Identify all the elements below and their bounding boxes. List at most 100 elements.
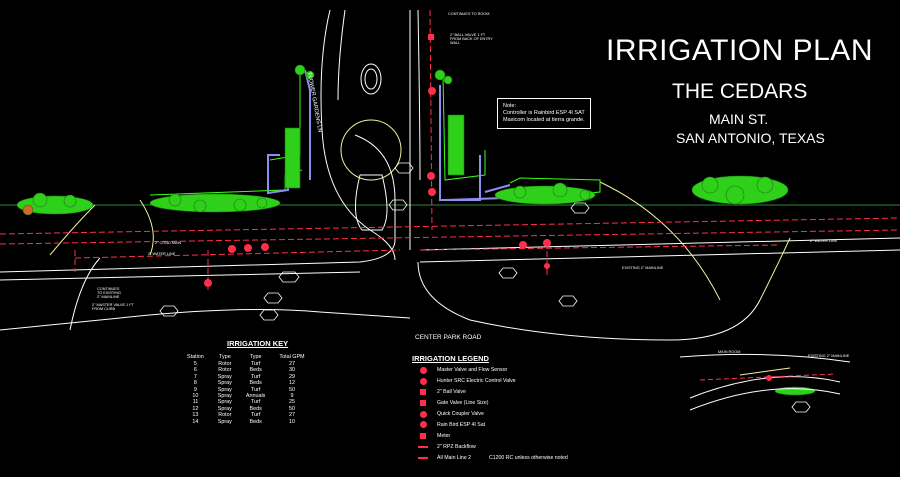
key-cell: 8 bbox=[193, 380, 197, 387]
inset-detail bbox=[679, 353, 851, 411]
plan-title: IRRIGATION PLAN bbox=[606, 34, 873, 67]
legend-item: Gate Valve (Line Size) bbox=[418, 398, 568, 409]
legend-item: 2" Ball Valve bbox=[418, 387, 568, 398]
table-row: 7 Spray Turf 29 bbox=[180, 374, 312, 380]
legend-item: All Main Line 2 C1200 RC unless otherwise… bbox=[418, 452, 568, 463]
key-cell: 29 bbox=[288, 373, 295, 380]
legend-label: Rain Bird ESP 4I Sat bbox=[437, 421, 486, 428]
legend-label: 2" Ball Valve bbox=[437, 389, 466, 396]
curb-lines bbox=[49, 181, 791, 301]
key-cell: 50 bbox=[288, 386, 295, 393]
controller-icon bbox=[418, 420, 428, 430]
key-cell: 12 bbox=[192, 405, 199, 412]
project-name: THE CEDARS bbox=[672, 80, 808, 103]
mainline-icon bbox=[418, 453, 428, 463]
key-cell: Beds bbox=[249, 367, 262, 374]
key-cell: Spray bbox=[217, 373, 232, 380]
key-cell: 11 bbox=[192, 399, 199, 406]
key-cell: 25 bbox=[288, 399, 295, 406]
callout-existing-mainline-2: EXISTING 2" MAINLINE bbox=[808, 354, 850, 358]
key-cell: 10 bbox=[288, 418, 295, 425]
key-cell: Spray bbox=[217, 393, 232, 400]
callout-ball-valve: 2" BALL VALVE 1 FT FROM BACK OF ENTRY WA… bbox=[450, 33, 493, 45]
key-cell: Beds bbox=[249, 405, 262, 412]
key-cell: 9 bbox=[193, 386, 197, 393]
master-valve-icon bbox=[418, 365, 428, 375]
key-cell: 5 bbox=[193, 361, 197, 367]
irrigation-mainline bbox=[0, 9, 900, 290]
legend-item: Hunter SRC Electric Control Valve bbox=[418, 376, 568, 387]
key-cell: Spray bbox=[217, 405, 232, 412]
circle-drive bbox=[340, 119, 402, 181]
key-cell: 9 bbox=[290, 393, 294, 400]
key-cell: Rotor bbox=[218, 361, 232, 367]
key-header-row: Station Type Type Total GPM bbox=[180, 353, 312, 361]
plantings bbox=[16, 64, 816, 396]
key-header-type-2: Type bbox=[249, 354, 262, 360]
table-row: 12 Spray Beds 50 bbox=[180, 406, 312, 412]
bed-lines bbox=[267, 69, 511, 201]
key-cell: 50 bbox=[288, 405, 295, 412]
controller-note: Note: Controller is Rainbird ESP 4I SAT … bbox=[497, 98, 591, 129]
legend-item: Meter bbox=[418, 430, 568, 441]
key-cell: 7 bbox=[193, 373, 197, 380]
legend-extra: C1200 RC unless otherwise noted bbox=[489, 454, 568, 461]
key-cell: 6 bbox=[193, 367, 197, 374]
callout-continues-left: CONTINUES TO EXISTING 2" MAINLINE bbox=[97, 287, 121, 299]
road-edges bbox=[0, 9, 900, 341]
project-city: SAN ANTONIO, TEXAS bbox=[676, 130, 825, 146]
irrigation-legend: Master Valve and Flow Sensor Hunter SRC … bbox=[418, 365, 568, 463]
key-header-type: Type bbox=[219, 354, 231, 360]
legend-item: Master Valve and Flow Sensor bbox=[418, 365, 568, 376]
gate-valve-icon bbox=[418, 398, 428, 408]
callout-water-line-left: 2" WATER LINE bbox=[148, 252, 176, 256]
legend-item: Rain Bird ESP 4I Sat bbox=[418, 419, 568, 430]
key-cell: 10 bbox=[192, 393, 199, 400]
legend-label: Gate Valve (Line Size) bbox=[437, 400, 489, 407]
valve-markers bbox=[204, 34, 551, 287]
key-cell: 12 bbox=[288, 380, 295, 387]
legend-label: 2" RPZ Backflow bbox=[437, 443, 476, 450]
road-label: CENTER PARK ROAD bbox=[415, 334, 482, 341]
legend-label: Master Valve and Flow Sensor bbox=[437, 367, 508, 374]
key-header-gpm: Total GPM bbox=[279, 354, 305, 360]
table-row: 9 Spray Turf 50 bbox=[180, 387, 312, 393]
callout-sleeve-left: 2" COND MAIN bbox=[155, 241, 182, 245]
key-header-station: Station bbox=[187, 354, 204, 360]
key-cell: 30 bbox=[288, 367, 295, 374]
callout-ball-valve-curb: 2" MASTER VALVE 1 FT FROM CURB bbox=[92, 303, 134, 311]
legend-item: 2" RPZ Backflow bbox=[418, 441, 568, 452]
key-cell: 27 bbox=[288, 361, 295, 367]
project-street: MAIN ST. bbox=[709, 111, 769, 127]
legend-label: Meter bbox=[437, 432, 451, 439]
key-cell: Turf bbox=[250, 412, 261, 419]
key-cell: Turf bbox=[250, 386, 261, 393]
irrigation-legend-heading: IRRIGATION LEGEND bbox=[412, 354, 489, 363]
callout-water-line-right: 2" WATER LINE bbox=[810, 239, 838, 243]
note-text: Controller is Rainbird ESP 4I SAT Maxico… bbox=[503, 110, 585, 123]
table-row: 10 Spray Annuals 9 bbox=[180, 393, 312, 399]
ball-valve-icon bbox=[418, 387, 428, 397]
note-heading: Note: bbox=[503, 103, 517, 109]
legend-label: All Main Line 2 bbox=[437, 454, 472, 461]
meter-icon bbox=[418, 431, 428, 441]
callout-main-room: MAIN ROOM bbox=[718, 350, 741, 354]
key-cell: Annuals bbox=[245, 393, 266, 400]
key-cell: Turf bbox=[250, 373, 261, 380]
table-row: 8 Spray Beds 12 bbox=[180, 380, 312, 386]
key-cell: Spray bbox=[217, 380, 232, 387]
legend-label: Hunter SRC Electric Control Valve bbox=[437, 378, 516, 385]
key-cell: Spray bbox=[217, 399, 232, 406]
key-cell: 14 bbox=[192, 418, 199, 425]
callout-existing-mainline: EXISTING 2" MAINLINE bbox=[622, 266, 664, 270]
key-cell: Spray bbox=[217, 386, 232, 393]
quick-coupler-icon bbox=[418, 409, 428, 419]
key-cell: Beds bbox=[249, 380, 262, 387]
